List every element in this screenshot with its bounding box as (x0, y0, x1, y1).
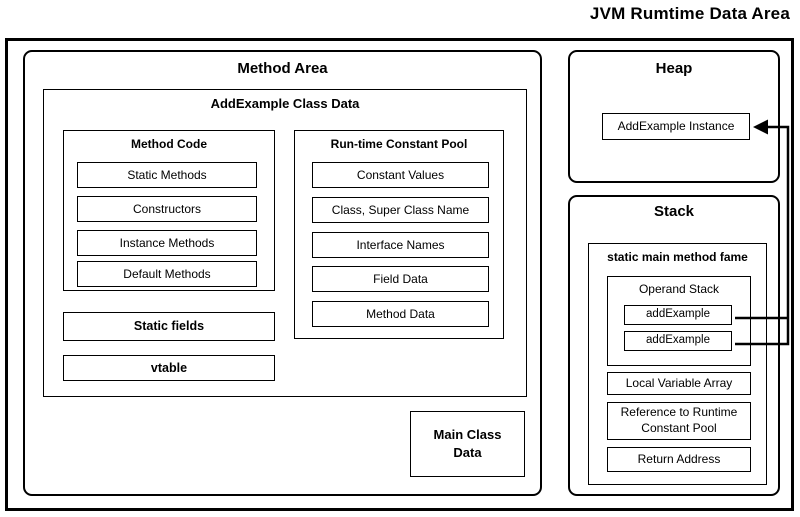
method-code-title: Method Code (131, 137, 207, 151)
method-code-item: Static Methods (77, 162, 257, 188)
heap-instance-box: AddExample Instance (602, 113, 750, 140)
heap-title: Heap (655, 60, 693, 77)
method-area-title: Method Area (237, 60, 328, 77)
constant-pool-item: Method Data (312, 301, 489, 327)
return-address-box: Return Address (607, 447, 751, 472)
constant-pool-item: Constant Values (312, 162, 489, 188)
reference-constant-pool-box: Reference to Runtime Constant Pool (607, 402, 751, 440)
heap-box: Heap AddExample Instance (568, 50, 780, 183)
constant-pool-item: Interface Names (312, 232, 489, 258)
method-code-item: Instance Methods (77, 230, 257, 256)
page-title: JVM Rumtime Data Area (589, 4, 790, 23)
class-data-box: AddExample Class Data Method Code Static… (43, 89, 527, 397)
constant-pool-title: Run-time Constant Pool (330, 137, 468, 151)
constant-pool-item: Field Data (312, 266, 489, 292)
main-class-data-box: Main Class Data (410, 411, 525, 477)
stack-frame-box: static main method fame Operand Stack ad… (588, 243, 767, 485)
static-fields-box: Static fields (63, 312, 275, 341)
stack-title: Stack (653, 203, 695, 220)
method-area-box: Method Area AddExample Class Data Method… (23, 50, 542, 496)
vtable-box: vtable (63, 355, 275, 381)
operand-stack-item: addExample (624, 331, 732, 351)
method-code-item: Default Methods (77, 261, 257, 287)
local-variable-array-box: Local Variable Array (607, 372, 751, 395)
operand-stack-box: Operand Stack addExample addExample (607, 276, 751, 366)
stack-box: Stack static main method fame Operand St… (568, 195, 780, 496)
stack-frame-title: static main method fame (607, 250, 748, 264)
constant-pool-item: Class, Super Class Name (312, 197, 489, 223)
operand-stack-title: Operand Stack (638, 282, 720, 296)
runtime-data-area-frame: Method Area AddExample Class Data Method… (5, 38, 794, 511)
operand-stack-item: addExample (624, 305, 732, 325)
constant-pool-box: Run-time Constant Pool Constant Values C… (294, 130, 504, 339)
method-code-box: Method Code Static Methods Constructors … (63, 130, 275, 291)
class-data-title: AddExample Class Data (210, 96, 360, 111)
method-code-item: Constructors (77, 196, 257, 222)
